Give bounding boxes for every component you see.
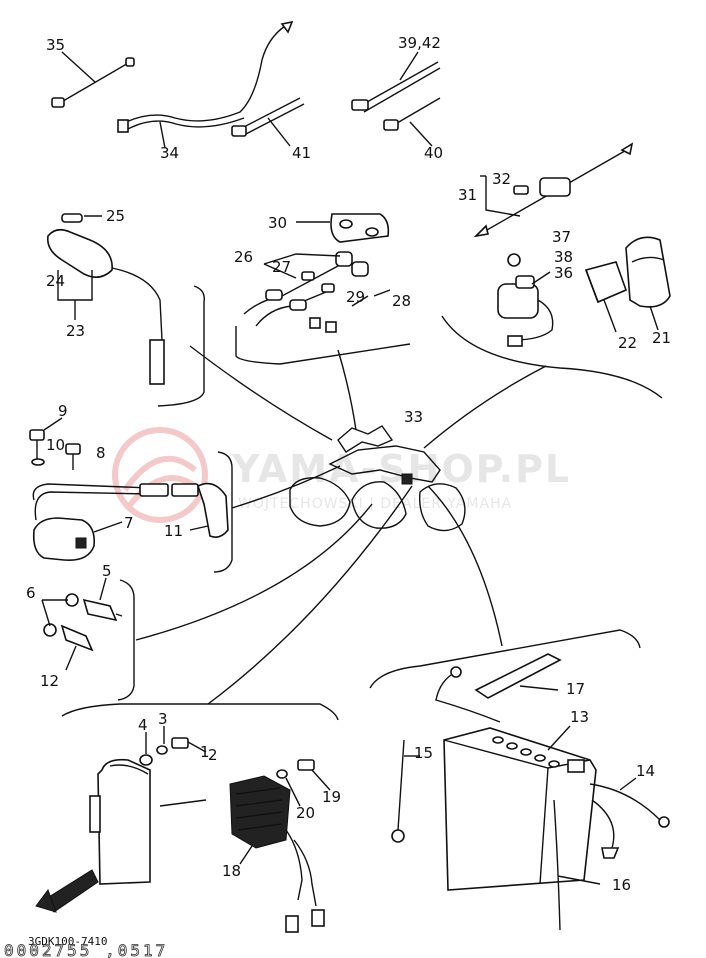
leader-line-switch (135, 503, 373, 641)
callout-29: 29 (346, 288, 365, 306)
leader-line-battery (427, 485, 503, 647)
ignition-coil-7 (32, 483, 199, 562)
callout-31: 31 (458, 186, 477, 204)
washer-6 (41, 593, 79, 637)
callout-40: 40 (424, 144, 443, 162)
callout-41: 41 (292, 144, 311, 162)
washer-4 (139, 732, 153, 766)
callout-10: 10 (46, 436, 65, 454)
callout-26: 26 (234, 248, 253, 266)
band-40 (383, 97, 441, 147)
callout-6: 6 (26, 584, 36, 602)
leader-line-relay (423, 365, 547, 449)
callout-27: 27 (272, 258, 291, 276)
callout-28: 28 (392, 292, 411, 310)
washer-20 (276, 769, 301, 807)
plug-cap-11 (189, 482, 229, 538)
bracket-brace-upper-center (235, 326, 411, 365)
callout-38: 38 (554, 248, 573, 266)
bolt-19 (297, 759, 331, 791)
bracket-brace-lower-center (61, 703, 339, 721)
callout-18: 18 (222, 862, 241, 880)
bracket-brace-upper-right (441, 315, 663, 399)
switch-assembly-31 (473, 142, 634, 238)
bracket-brace-lower-right (369, 629, 641, 689)
callout-11: 11 (164, 522, 183, 540)
wire-harness-34 (117, 20, 294, 149)
callout-23: 23 (66, 322, 85, 340)
starter-relay-36 (497, 253, 554, 347)
callout-17: 17 (566, 680, 585, 698)
callout-25: 25 (106, 207, 125, 225)
battery-13 (443, 725, 597, 891)
callout-1: 1 (200, 743, 210, 761)
switch-5 (82, 577, 123, 622)
rectifier-regulator-18 (229, 775, 325, 933)
battery-lead-14 (589, 777, 670, 859)
battery-band-17 (474, 653, 562, 699)
callout-36: 36 (554, 264, 573, 282)
leader-line-wiring (337, 349, 357, 431)
callout-34: 34 (160, 144, 179, 162)
callout-19: 19 (322, 788, 341, 806)
callout-37: 37 (552, 228, 571, 246)
callout-24: 24 (46, 272, 65, 290)
breather-hose-16 (553, 799, 601, 931)
relay-22 (584, 261, 628, 333)
callout-3: 3 (158, 710, 168, 728)
spark-plug-cap-23 (46, 213, 165, 385)
callout-32: 32 (492, 170, 511, 188)
washer-10 (31, 458, 45, 466)
leader-line-plug (189, 345, 333, 441)
cdi-unit-1 (89, 758, 207, 885)
callout-22: 22 (618, 334, 637, 352)
diagram-code: 3GDK100-7410 (28, 935, 107, 948)
switch-12 (60, 624, 94, 671)
wire-sub-lead-26 (243, 251, 391, 333)
callout-8: 8 (96, 444, 106, 462)
leader-line-cdi (207, 485, 413, 705)
callout-33: 33 (404, 408, 423, 426)
cover-21 (625, 236, 671, 331)
watermark-title: YAMA-SHOP.PL (231, 447, 571, 491)
band-39-42 (351, 51, 441, 113)
bolt-2 (171, 737, 207, 753)
callout-21: 21 (652, 329, 671, 347)
bolt-9 (29, 417, 63, 462)
callout-15: 15 (414, 744, 433, 762)
frame-outline (289, 425, 466, 532)
bracket-plate-30 (296, 213, 390, 243)
battery-lead-15 (391, 666, 501, 843)
callout-2: 2 (208, 746, 218, 764)
bolt-8 (65, 443, 81, 470)
callout-5: 5 (102, 562, 112, 580)
callout-39-42: 39,42 (398, 34, 441, 52)
band-41 (231, 97, 305, 147)
callout-labels: 1 2 3 4 5 6 7 8 9 10 11 12 13 14 15 16 1… (26, 34, 671, 894)
wire-lead-35 (51, 51, 135, 108)
callout-9: 9 (58, 402, 68, 420)
leader-line-coil (231, 465, 341, 509)
watermark-subtitle: WOJTECHOWSKI | DEALER YAMAHA (238, 496, 512, 512)
bracket-brace-upper-left (157, 285, 205, 407)
bracket-brace-lower-left (117, 579, 135, 701)
callout-35: 35 (46, 36, 65, 54)
callout-13: 13 (570, 708, 589, 726)
callout-4: 4 (138, 716, 148, 734)
bottom-code: 0002755 ,0517 (4, 941, 168, 958)
callout-30: 30 (268, 214, 287, 232)
fwd-arrow-icon (35, 869, 99, 913)
callout-12: 12 (40, 672, 59, 690)
callout-20: 20 (296, 804, 315, 822)
watermark: YAMA-SHOP.PL WOJTECHOWSKI | DEALER YAMAH… (112, 427, 571, 523)
callout-16: 16 (612, 876, 631, 894)
washer-3 (156, 726, 168, 755)
callout-7: 7 (124, 514, 134, 532)
callout-14: 14 (636, 762, 655, 780)
bracket-brace-middle-left (213, 451, 233, 573)
